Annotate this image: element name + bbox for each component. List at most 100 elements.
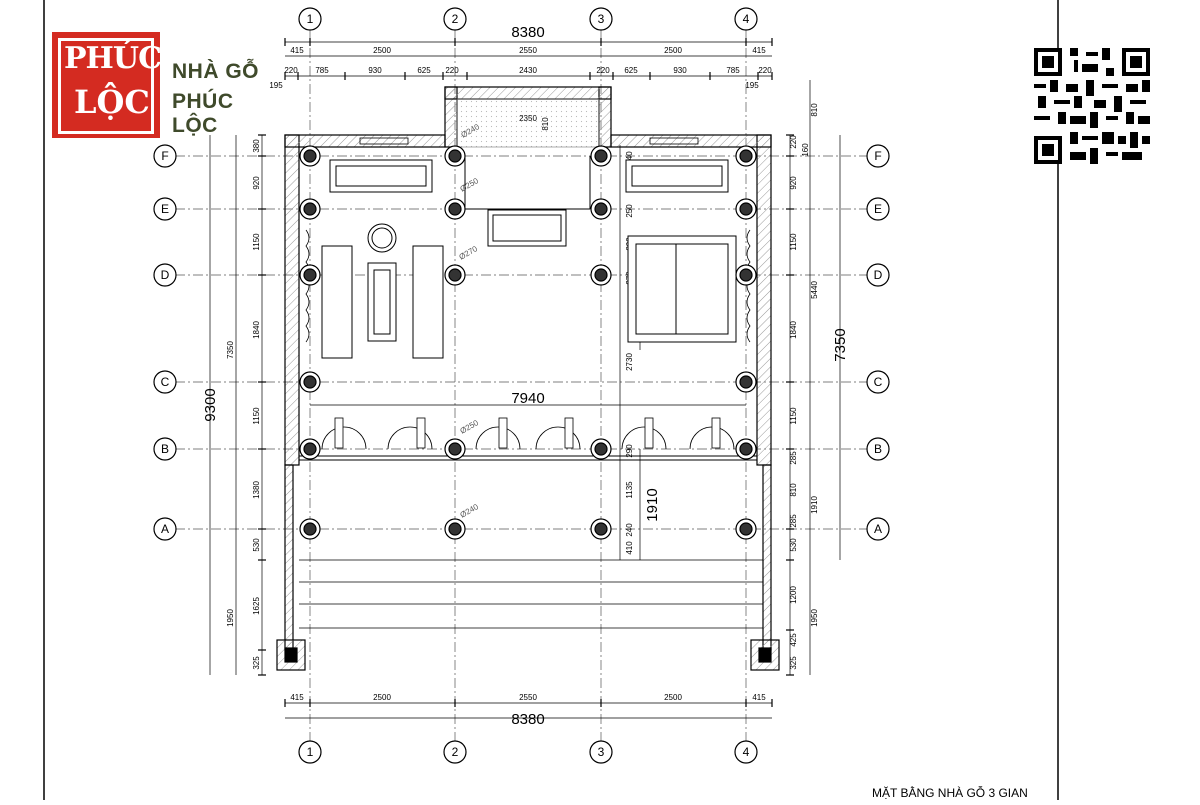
dim-top-row1: 415 xyxy=(290,46,304,55)
grid-col-label-top: 2 xyxy=(452,12,459,26)
dim-left-bay: 1625 xyxy=(252,597,261,615)
dim-top-row3: 195 xyxy=(745,81,759,90)
dim-right-bay: 1200 xyxy=(789,586,798,604)
dim-top-row2: 785 xyxy=(315,66,329,75)
dim-left-bay: 920 xyxy=(252,176,261,190)
dim-top-row1: 2500 xyxy=(373,46,391,55)
porch-pillars xyxy=(276,639,780,671)
dim-top-row2: 2430 xyxy=(519,66,537,75)
grid-row-label-right: D xyxy=(874,268,883,282)
dim-left-total: 9300 xyxy=(202,388,219,421)
dim-interior-small: 240 xyxy=(625,523,634,537)
dim-top-row2: 785 xyxy=(726,66,740,75)
logo-seal-frame xyxy=(58,38,154,134)
dim-bottom-row: 2550 xyxy=(519,693,537,702)
grid-col-label-bottom: 2 xyxy=(452,745,459,759)
dim-bottom-total: 8380 xyxy=(511,711,544,728)
dim-right-bay: 920 xyxy=(789,176,798,190)
dim-interior-width: 7940 xyxy=(511,390,544,407)
grid-bubbles-bottom xyxy=(298,740,758,764)
dim-left-bay: 1380 xyxy=(252,481,261,499)
dim-top-row1: 2550 xyxy=(519,46,537,55)
dim-interior-small: 2730 xyxy=(625,353,634,371)
grid-bubbles-left xyxy=(153,144,177,541)
dim-bottom-row: 2500 xyxy=(664,693,682,702)
dim-left-bay: 380 xyxy=(252,139,261,153)
dim-top-total: 8380 xyxy=(511,24,544,41)
logo-seal-text-top: PHÚC xyxy=(64,41,162,76)
dim-top-row2: 220 xyxy=(758,66,772,75)
grid-row-label-right: A xyxy=(874,522,882,536)
dim-top-row2: 625 xyxy=(417,66,431,75)
brand-name-line2: PHÚC LỘC xyxy=(172,90,234,137)
dim-interior-1910: 1910 xyxy=(644,488,661,521)
dim-left-bay: 1840 xyxy=(252,321,261,339)
dim-top-row2: 220 xyxy=(596,66,610,75)
dim-right-bay: 285 xyxy=(789,451,798,465)
dim-right-bay: 425 xyxy=(789,633,798,647)
dim-interior-small: 410 xyxy=(625,541,634,555)
dim-bottom-row: 415 xyxy=(290,693,304,702)
columns xyxy=(299,145,757,540)
grid-row-label-left: E xyxy=(161,202,169,216)
door-swings xyxy=(321,417,735,450)
dim-right-bay: 1150 xyxy=(789,407,798,425)
grid-row-label-right: C xyxy=(874,375,883,389)
dim-top-row3: 195 xyxy=(269,81,283,90)
dim-bottom-row: 415 xyxy=(752,693,766,702)
dim-left-bay: 1150 xyxy=(252,233,261,251)
column-size-label: Ø240 xyxy=(459,502,481,520)
dim-right-bay: 220 xyxy=(789,135,798,149)
dim-interior-small: 290 xyxy=(625,444,634,458)
qr-code-icon xyxy=(1034,48,1150,164)
dim-top-row2: 930 xyxy=(368,66,382,75)
partitions xyxy=(299,156,757,461)
wall-panels xyxy=(305,229,751,343)
furniture xyxy=(321,159,737,359)
grid-row-label-right: F xyxy=(874,149,881,163)
drawing-caption: MẶT BẰNG NHÀ GỖ 3 GIAN xyxy=(872,786,1028,800)
dim-top-row1: 2500 xyxy=(664,46,682,55)
top-window-marks xyxy=(359,137,699,145)
dimension-ticks xyxy=(258,38,794,707)
dim-right-bay: 1840 xyxy=(789,321,798,339)
grid-col-label-bottom: 3 xyxy=(598,745,605,759)
column-size-label: Ø250 xyxy=(459,176,481,194)
dim-left-bay: 530 xyxy=(252,538,261,552)
grid-col-label-top: 1 xyxy=(307,12,314,26)
dim-left-1950: 1950 xyxy=(226,609,235,627)
dim-right-total: 7350 xyxy=(832,328,849,361)
grid-col-label-top: 4 xyxy=(743,12,750,26)
dim-right-810: 810 xyxy=(810,103,819,117)
dim-top-row2: 625 xyxy=(624,66,638,75)
grid-row-label-right: E xyxy=(874,202,882,216)
dim-right-bay: 1150 xyxy=(789,233,798,251)
dim-interior-small: 240 xyxy=(625,151,634,165)
brand-name-line1: NHÀ GỖ xyxy=(172,60,259,83)
logo-seal-text-bottom: LỘC xyxy=(74,83,150,121)
dim-top-row1: 415 xyxy=(752,46,766,55)
dim-right-5440: 5440 xyxy=(810,281,819,299)
dim-top-row2: 930 xyxy=(673,66,687,75)
dim-top-row2: 220 xyxy=(445,66,459,75)
grid-col-label-bottom: 1 xyxy=(307,745,314,759)
dim-interior-small: 250 xyxy=(625,204,634,218)
grid-row-label-left: B xyxy=(161,442,169,456)
grid-row-label-left: D xyxy=(161,268,170,282)
brand-logo: PHÚC LỘC NHÀ GỖ PHÚC LỘC xyxy=(52,32,282,142)
column-size-label: Ø270 xyxy=(458,244,480,262)
dim-right-1950: 1950 xyxy=(810,609,819,627)
grid-row-label-left: C xyxy=(161,375,170,389)
dim-left-7350: 7350 xyxy=(226,341,235,359)
dim-interior-small: 1135 xyxy=(625,481,634,499)
altar-alcove-floor xyxy=(456,98,600,148)
dim-right-bay: 160 xyxy=(801,143,810,157)
dim-right-bay: 530 xyxy=(789,538,798,552)
grid-bubbles-right xyxy=(866,144,890,541)
dim-right-bay: 810 xyxy=(789,483,798,497)
column-size-label: Ø250 xyxy=(459,418,481,436)
dim-top-row2: 220 xyxy=(284,66,298,75)
grid-bubbles-top xyxy=(298,7,758,31)
